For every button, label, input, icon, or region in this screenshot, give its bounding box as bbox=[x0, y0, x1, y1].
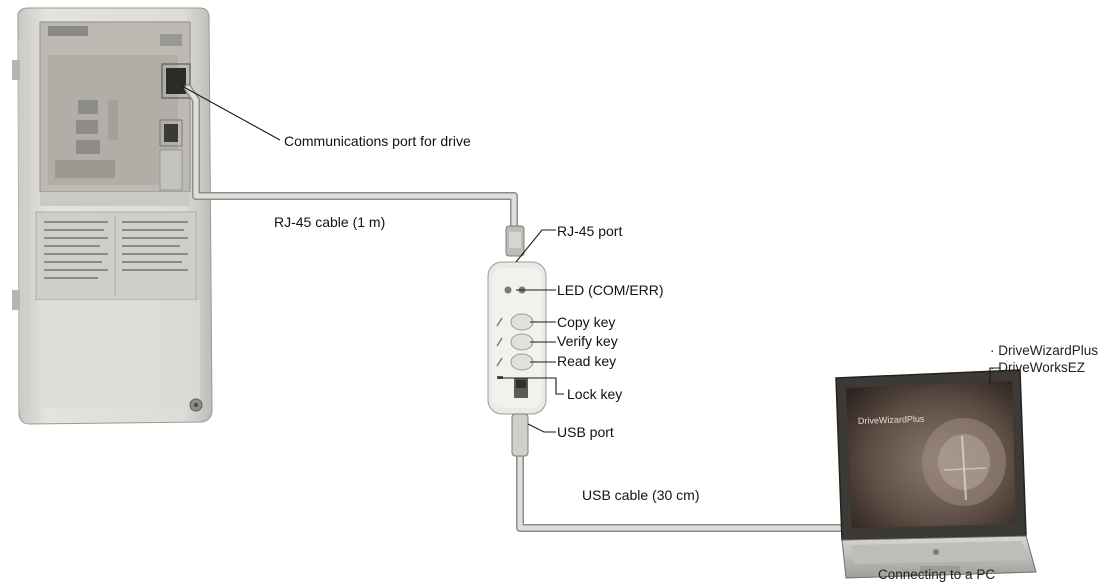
leader-usb-port bbox=[528, 424, 556, 432]
label-comm-port: Communications port for drive bbox=[284, 133, 471, 149]
label-rj45-port: RJ-45 port bbox=[557, 223, 622, 239]
label-rj45-cable: RJ-45 cable (1 m) bbox=[274, 214, 385, 230]
caption-connecting-pc: Connecting to a PC bbox=[878, 567, 995, 583]
label-software-drivewizardplus: · DriveWizardPlus bbox=[990, 343, 1098, 359]
label-led: LED (COM/ERR) bbox=[557, 282, 664, 298]
label-read-key: Read key bbox=[557, 353, 616, 369]
label-software-driveworksez: · DriveWorksEZ bbox=[990, 360, 1085, 376]
laptop-pc: DriveWizardPlus bbox=[836, 370, 1036, 578]
rj45-cable bbox=[188, 88, 514, 226]
label-lock-key: Lock key bbox=[567, 386, 622, 402]
inverter-drive bbox=[12, 8, 212, 424]
label-copy-key: Copy key bbox=[557, 314, 615, 330]
label-usb-port: USB port bbox=[557, 424, 614, 440]
label-verify-key: Verify key bbox=[557, 333, 618, 349]
label-usb-cable: USB cable (30 cm) bbox=[582, 487, 699, 503]
